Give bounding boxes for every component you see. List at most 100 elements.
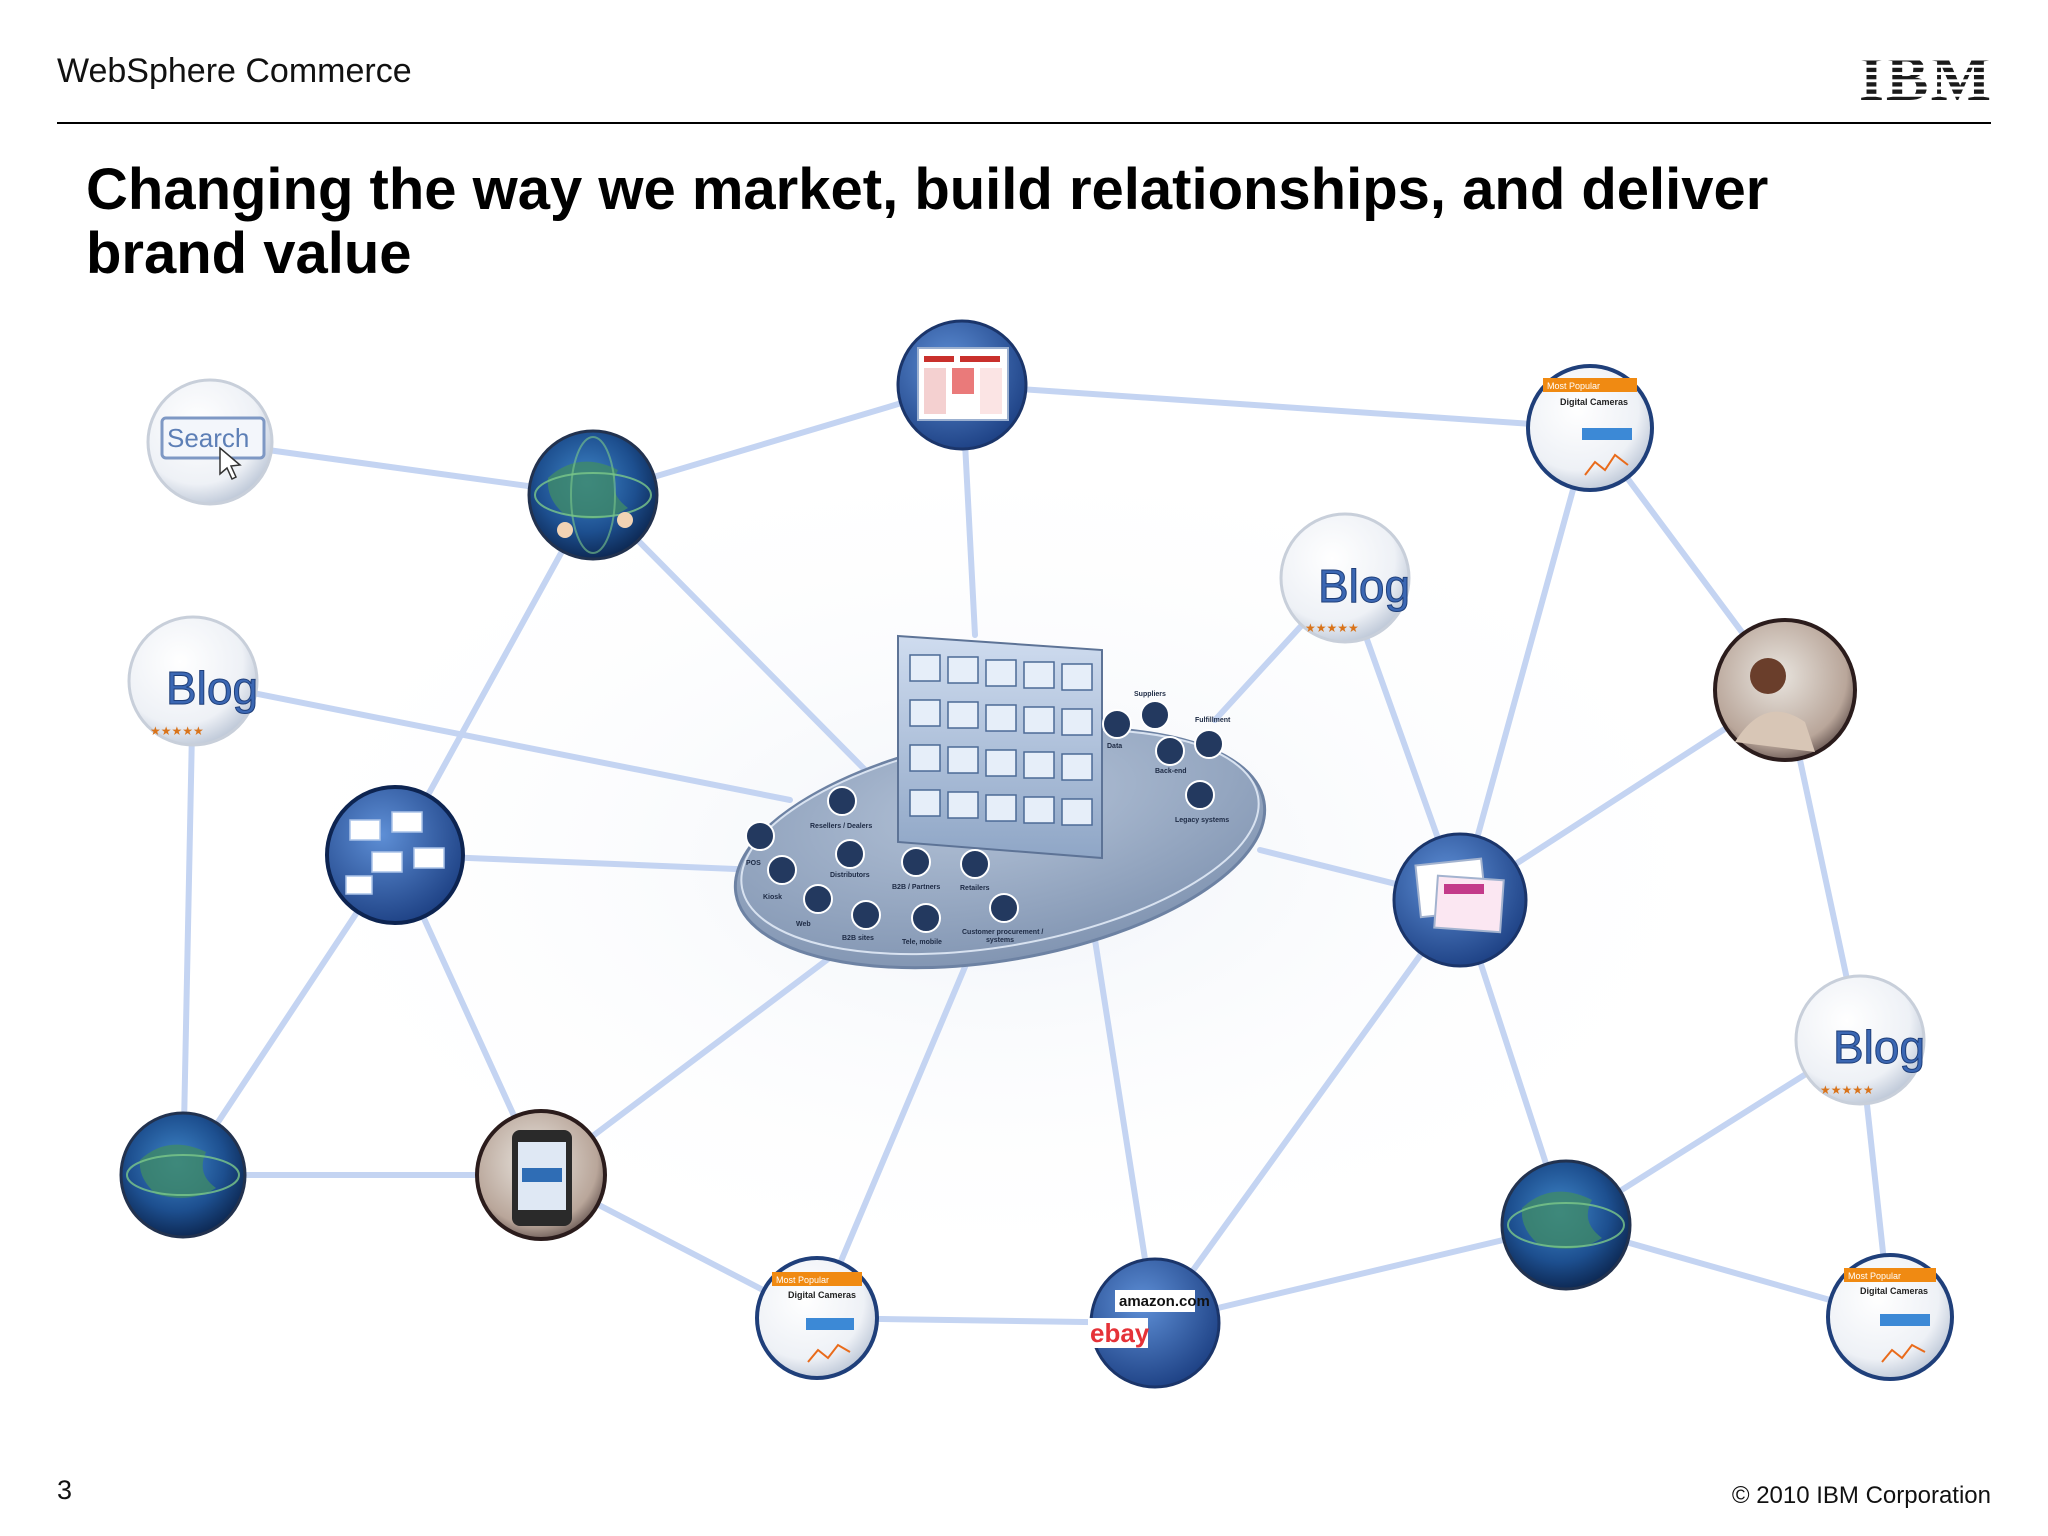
most-popular-label: Most Popular <box>1848 1271 1901 1281</box>
kiosk-icon <box>767 855 797 885</box>
label-legacy-systems: Legacy systems <box>1175 817 1229 824</box>
fulfillment-icon <box>1194 729 1224 759</box>
connector-line <box>180 678 196 1178</box>
globe-node <box>1500 1159 1632 1291</box>
label-data: Data <box>1107 743 1122 750</box>
product-name: WebSphere Commerce <box>57 52 412 90</box>
slide-title: Changing the way we market, build relati… <box>86 158 1886 286</box>
envelope-icon <box>371 851 403 873</box>
label-customer-procurement-2: systems <box>986 937 1014 944</box>
app-tile <box>1061 708 1093 736</box>
amazon-logo: amazon.com <box>1119 1293 1210 1310</box>
suppliers-icon <box>1140 700 1170 730</box>
search-node-label: Search <box>167 423 249 453</box>
web-icon <box>803 884 833 914</box>
mobile-phone-node <box>475 1109 607 1241</box>
hub-app-tiles <box>909 654 1093 826</box>
app-tile <box>1023 661 1055 689</box>
label-suppliers: Suppliers <box>1134 691 1166 698</box>
hub-labels: Resellers / Dealers POS Distributors Kio… <box>746 691 1231 946</box>
b2b-partners-icon <box>901 847 931 877</box>
hub-channel-icons <box>745 700 1224 933</box>
pos-icon <box>745 821 775 851</box>
blog-node: Blog ★★★★★ <box>127 615 259 747</box>
most-popular-label: Most Popular <box>1547 381 1600 391</box>
most-popular-label: Most Popular <box>776 1275 829 1285</box>
app-tile <box>985 794 1017 822</box>
blog-node: Blog ★★★★★ <box>1794 974 1926 1106</box>
blog-node: Blog ★★★★★ <box>1279 512 1411 644</box>
digital-cameras-label: Digital Cameras <box>788 1290 856 1300</box>
legacy-systems-icon <box>1185 780 1215 810</box>
envelope-icon <box>345 875 373 895</box>
person-photo-node <box>1713 618 1857 762</box>
app-tile <box>1061 663 1093 691</box>
ibm-logo: IBM <box>1859 46 1991 104</box>
most-popular-node: Most Popular Digital Cameras <box>1526 364 1654 492</box>
b2b-sites-icon <box>851 900 881 930</box>
rating-stars-icon: ★★★★★ <box>1305 621 1359 635</box>
most-popular-node: Most Popular Digital Cameras <box>755 1256 879 1380</box>
label-customer-procurement-1: Customer procurement / <box>962 929 1043 936</box>
copyright-notice: © 2010 IBM Corporation <box>1731 1482 1991 1509</box>
connector-line <box>1457 425 1593 903</box>
app-tile <box>1023 706 1055 734</box>
label-retailers: Retailers <box>960 885 990 892</box>
back-end-icon <box>1155 736 1185 766</box>
label-b2b-sites: B2B sites <box>842 935 874 942</box>
app-tile <box>909 699 941 727</box>
label-pos: POS <box>746 860 761 867</box>
app-tile <box>1061 798 1093 826</box>
header-divider <box>57 122 1991 124</box>
blog-node-label: Blog <box>1833 1021 1925 1073</box>
marketplace-node: amazon.com ebay <box>1088 1257 1221 1389</box>
tele-mobile-icon <box>911 903 941 933</box>
rating-stars-icon: ★★★★★ <box>1820 1083 1874 1097</box>
cursor-icon <box>219 446 242 481</box>
connector-line <box>190 678 793 803</box>
data-icon <box>1102 709 1132 739</box>
app-tile <box>1023 751 1055 779</box>
globe-node <box>527 429 659 561</box>
slide-title-line-1: Changing the way we market, build relati… <box>86 157 1769 222</box>
connector-line <box>814 952 973 1321</box>
app-tile <box>947 791 979 819</box>
app-tile <box>985 749 1017 777</box>
label-distributors: Distributors <box>830 872 870 879</box>
envelope-icon <box>391 811 423 833</box>
connector-line <box>1152 897 1463 1326</box>
envelope-icon <box>349 819 381 841</box>
search-node: Search <box>146 378 274 506</box>
app-tile <box>985 659 1017 687</box>
ebay-logo: ebay <box>1090 1318 1150 1348</box>
app-tile <box>1061 753 1093 781</box>
app-tile <box>909 744 941 772</box>
page-number: 3 <box>57 1475 73 1505</box>
label-b2b-partners: B2B / Partners <box>892 884 940 891</box>
avatar <box>617 512 633 528</box>
web-page-node <box>896 319 1028 451</box>
digital-cameras-label: Digital Cameras <box>1860 1286 1928 1296</box>
connector-line <box>959 382 1593 431</box>
envelope-icon <box>413 847 445 869</box>
retailers-icon <box>960 849 990 879</box>
app-tile <box>909 789 941 817</box>
app-tile <box>947 656 979 684</box>
commerce-hub: Resellers / Dealers POS Distributors Kio… <box>733 634 1267 970</box>
label-fulfillment: Fulfillment <box>1195 717 1231 724</box>
label-tele-mobile: Tele, mobile <box>902 939 942 946</box>
app-tile <box>947 701 979 729</box>
app-tile <box>909 654 941 682</box>
envelope-icons <box>345 811 445 895</box>
app-tile <box>985 704 1017 732</box>
app-tile <box>1023 796 1055 824</box>
distributors-icon <box>835 839 865 869</box>
most-popular-node: Most Popular Digital Cameras <box>1826 1253 1954 1381</box>
web-pages-node <box>1392 832 1528 968</box>
slide-title-line-2: brand value <box>86 221 412 286</box>
email-node <box>325 785 465 925</box>
blog-node-label: Blog <box>166 662 258 714</box>
connector-line <box>590 492 883 788</box>
digital-cameras-label: Digital Cameras <box>1560 397 1628 407</box>
label-back-end: Back-end <box>1155 768 1187 775</box>
